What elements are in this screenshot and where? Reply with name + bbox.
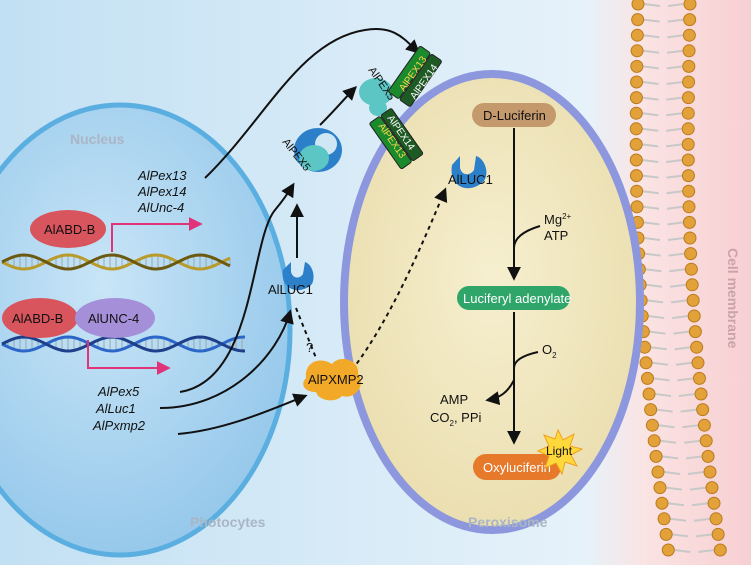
- oxyluciferin-node: [473, 454, 561, 480]
- nucleus-label: Nucleus: [70, 131, 125, 147]
- d-luciferin-node: [472, 103, 556, 127]
- photocytes-label: Photocytes: [190, 514, 266, 530]
- cofactor-join-mg-atp: [513, 225, 541, 249]
- arrow-pxmp2-to-protein: [177, 393, 308, 435]
- light-burst-icon: [536, 428, 584, 476]
- gene-pxmp2: AlPxmp2: [92, 418, 146, 433]
- unc4-label: AlUNC-4: [88, 311, 139, 326]
- pex5-receptor-left: [294, 128, 342, 172]
- arrow-pex5-to-import: [319, 86, 357, 126]
- pex14-pex13-complex-bottom: [369, 108, 424, 170]
- pex13-pex14-complex-top: [388, 45, 442, 107]
- luc1-cyto-label: AlLUC1: [268, 282, 313, 297]
- gene-pex14: AlPex14: [137, 184, 186, 199]
- oxygen-join: [513, 351, 539, 369]
- light-label: Light: [546, 444, 573, 458]
- transcription-arrow-top: [111, 217, 203, 252]
- abd-b-top-label: AlABD-B: [44, 222, 95, 237]
- dashed-luc1-pxmp2: [295, 307, 317, 359]
- gene-unc4: AlUnc-4: [137, 200, 184, 215]
- pxmp2-protein: [303, 359, 361, 401]
- pxmp2-label: AlPXMP2: [308, 372, 364, 387]
- transcription-arrow-bottom: [87, 340, 171, 375]
- abd-b-bottom-label: AlABD-B: [12, 311, 63, 326]
- question-mark: ?: [306, 340, 313, 355]
- o2-label: O2: [542, 342, 557, 360]
- luciferyl-adenylate-label: Luciferyl adenylate: [463, 291, 571, 306]
- luc1-perox-label: AlLUC1: [448, 172, 493, 187]
- dna-helix-bottom: [1, 335, 246, 353]
- arrow-luc1-to-protein: [159, 309, 294, 409]
- oxyluciferin-label: Oxyluciferin: [483, 460, 551, 475]
- luc1-cytosolic-protein: [282, 262, 314, 291]
- arrow-pex13-to-membrane: [204, 28, 421, 179]
- arrow-pex5-to-protein: [179, 182, 295, 393]
- abd-b-factor-bottom: [2, 298, 78, 338]
- luciferyl-adenylate-node: [457, 286, 570, 310]
- gene-luc1: AlLuc1: [95, 401, 136, 416]
- co2-ppi-label: CO2, PPi: [430, 410, 482, 428]
- gene-pex13: AlPex13: [137, 168, 187, 183]
- amp-label: AMP: [440, 392, 468, 407]
- mg-label: Mg2+: [544, 212, 572, 227]
- pex5-receptor-right: [359, 78, 393, 116]
- gene-pex5: AlPex5: [97, 384, 140, 399]
- dna-helix-top: [1, 253, 231, 271]
- cell-membrane-label: Cell membrane: [725, 248, 741, 349]
- atp-label: ATP: [544, 228, 568, 243]
- luc1-peroxisomal-protein: [451, 156, 487, 189]
- abd-b-factor-top: [30, 210, 106, 248]
- d-luciferin-label: D-Luciferin: [483, 108, 546, 123]
- dashed-pxmp2-to-peroxisome: [351, 187, 448, 371]
- peroxisome-label: Peroxisome: [468, 514, 548, 530]
- arrow-byproducts: [485, 379, 515, 406]
- unc4-factor: [75, 298, 155, 338]
